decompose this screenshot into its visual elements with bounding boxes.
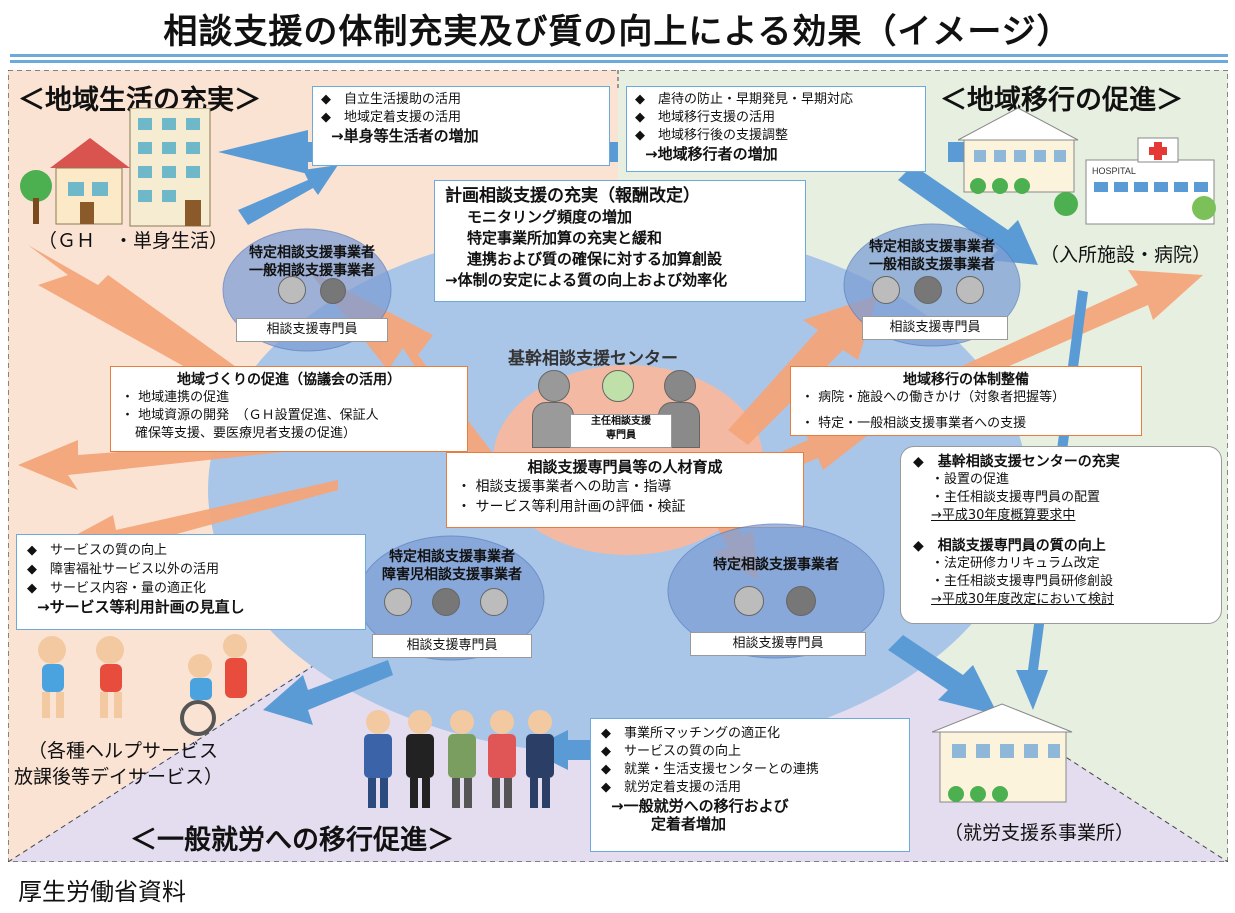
- ellipse-bottom-right: [667, 523, 885, 659]
- caption-facility: （入所施設・病院）: [1040, 244, 1212, 266]
- box-transition-system: 地域移行の体制整備 ・ 病院・施設への働きかけ（対象者把握等） ・ 特定・一般相…: [790, 366, 1142, 436]
- page-title: 相談支援の体制充実及び質の向上による効果（イメージ）: [163, 12, 1072, 52]
- title-divider: [10, 54, 1228, 57]
- list-item: ・ 相談支援事業者への助言・指導: [457, 479, 672, 495]
- box-community-life-support: ◆ 自立生活援助の活用 ◆ 地域定着支援の活用 →単身等生活者の増加: [312, 86, 610, 166]
- ellipse-label: 特定相談支援事業者: [713, 557, 839, 573]
- box-community-development: 地域づくりの促進（協議会の活用） ・ 地域連携の促進 ・ 地域資源の開発 （ＧＨ…: [110, 366, 468, 452]
- caption-help: （各種ヘルプサービス: [28, 740, 219, 762]
- source-note: 厚生労働省資料: [18, 878, 186, 906]
- box-heading: ◆ 相談支援専門員の質の向上: [913, 538, 1106, 554]
- list-item: ◆ 地域移行支援の活用: [635, 110, 776, 125]
- staff-label: 相談支援専門員: [372, 634, 532, 658]
- ellipse-label: 特定相談支援事業者一般相談支援事業者: [249, 245, 375, 279]
- list-item: ・ 特定・一般相談支援事業者への支援: [801, 416, 1027, 431]
- workers-illustration: [364, 710, 554, 808]
- list-item: ◆ 地域移行後の支援調整: [635, 128, 789, 143]
- list-item: ◆ 地域定着支援の活用: [321, 110, 462, 125]
- list-item: ・主任相談支援専門員の配置: [931, 490, 1101, 505]
- list-item: ◆ 障害福祉サービス以外の活用: [27, 562, 220, 577]
- box-result: →平成30年度概算要求中: [931, 508, 1076, 523]
- box-heading: ◆ 基幹相談支援センターの充実: [913, 454, 1120, 470]
- box-result: →サービス等利用計画の見直し: [37, 598, 245, 616]
- children-wheelchair-illustration: [38, 634, 247, 736]
- list-item: ・設置の促進: [931, 472, 1010, 487]
- box-heading: 計画相談支援の充実（報酬改定）: [445, 186, 700, 206]
- list-item: ◆ サービス内容・量の適正化: [27, 581, 207, 596]
- box-transition-support: ◆ 虐待の防止・早期発見・早期対応 ◆ 地域移行支援の活用 ◆ 地域移行後の支援…: [626, 86, 926, 172]
- list-item: ・ 地域資源の開発 （ＧＨ設置促進、保証人: [121, 408, 379, 423]
- box-core-center: ◆ 基幹相談支援センターの充実 ・設置の促進 ・主任相談支援専門員の配置 →平成…: [900, 446, 1222, 624]
- section-title-community-transition: ＜地域移行の促進＞: [940, 85, 1183, 116]
- employment-office-illustration: [932, 703, 1073, 803]
- core-center-people-icon: [532, 370, 712, 450]
- list-item: ◆ 就労定着支援の活用: [601, 780, 742, 795]
- list-item: ◆ サービスの質の向上: [601, 744, 742, 759]
- list-item: モニタリング頻度の増加: [467, 208, 633, 226]
- staff-people-icon: [378, 586, 518, 630]
- list-item: 特定事業所加算の充実と緩和: [467, 229, 663, 247]
- staff-people-icon: [866, 274, 996, 318]
- list-item: 連携および質の確保に対する加算創設: [467, 250, 723, 268]
- section-title-employment: ＜一般就労への移行促進＞: [130, 825, 454, 856]
- caption-employment-office: （就労支援系事業所）: [944, 822, 1135, 844]
- box-result: →体制の安定による質の向上および効率化: [445, 271, 728, 289]
- staff-label: 相談支援専門員: [690, 632, 866, 656]
- staff-people-icon: [270, 272, 370, 322]
- list-item: ◆ 就業・生活支援センターとの連携: [601, 762, 819, 777]
- box-employment: ◆ 事業所マッチングの適正化 ◆ サービスの質の向上 ◆ 就業・生活支援センター…: [590, 718, 910, 852]
- ellipse-label: 特定相談支援事業者一般相談支援事業者: [869, 239, 995, 273]
- box-result: →地域移行者の増加: [645, 145, 778, 163]
- hospital-facility-illustration: HOSPITAL: [958, 107, 1216, 225]
- list-item: ◆ 事業所マッチングの適正化: [601, 726, 781, 741]
- box-hr-development: 相談支援専門員等の人材育成 ・ 相談支援事業者への助言・指導 ・ サービス等利用…: [446, 452, 804, 528]
- center-title: 基幹相談支援センター: [508, 349, 678, 369]
- box-result: →単身等生活者の増加: [331, 127, 479, 145]
- list-item: 確保等支援、要医療児者支援の促進）: [135, 426, 357, 441]
- list-item: ・ サービス等利用計画の評価・検証: [457, 499, 686, 515]
- list-item: ・ 地域連携の促進: [121, 390, 230, 405]
- box-result: 定着者増加: [651, 815, 727, 833]
- list-item: ◆ 自立生活援助の活用: [321, 92, 462, 107]
- box-result: →平成30年度改定において検討: [931, 592, 1115, 607]
- box-heading: 地域づくりの促進（協議会の活用）: [177, 372, 401, 388]
- title-divider-2: [10, 60, 1228, 63]
- box-plan-consultation: 計画相談支援の充実（報酬改定） モニタリング頻度の増加 特定事業所加算の充実と緩…: [434, 180, 806, 302]
- box-heading: 地域移行の体制整備: [903, 372, 1029, 388]
- center-badge: 主任相談支援専門員: [570, 414, 672, 448]
- box-service-quality: ◆ サービスの質の向上 ◆ 障害福祉サービス以外の活用 ◆ サービス内容・量の適…: [16, 534, 366, 630]
- house-apartment-illustration: [20, 108, 211, 227]
- list-item: ・ 病院・施設への働きかけ（対象者把握等）: [801, 390, 1066, 405]
- caption-after-school: 放課後等デイサービス）: [14, 766, 224, 788]
- box-result: →一般就労への移行および: [611, 797, 789, 815]
- box-heading: 相談支援専門員等の人材育成: [527, 458, 723, 476]
- svg-text:HOSPITAL: HOSPITAL: [1092, 166, 1136, 176]
- caption-gh: （ＧＨ ・単身生活）: [38, 230, 229, 252]
- staff-people-icon: [730, 584, 840, 628]
- staff-label: 相談支援専門員: [862, 316, 1008, 340]
- list-item: ◆ サービスの質の向上: [27, 543, 168, 558]
- list-item: ・法定研修カリキュラム改定: [931, 556, 1100, 571]
- staff-label: 相談支援専門員: [236, 318, 388, 342]
- list-item: ・主任相談支援専門員研修創設: [931, 574, 1114, 589]
- list-item: ◆ 虐待の防止・早期発見・早期対応: [635, 92, 854, 107]
- ellipse-label: 特定相談支援事業者障害児相談支援事業者: [382, 549, 522, 583]
